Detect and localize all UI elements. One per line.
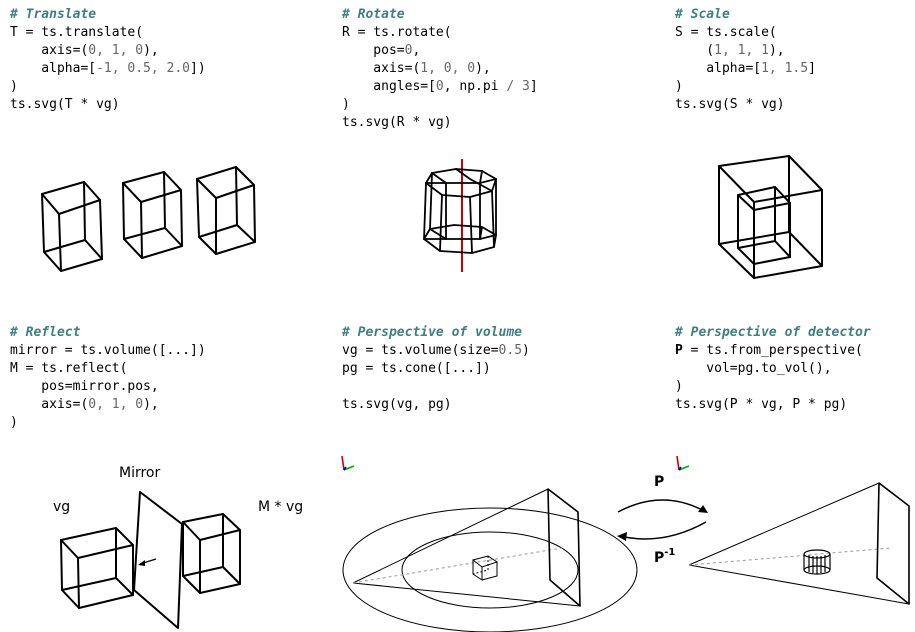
code-line: vg = ts.volume(size=0.5) (342, 343, 530, 358)
reflect-figure: Mirror vg M * vg (53, 465, 303, 629)
code-line: ts.svg(vg, pg) (342, 397, 452, 412)
code-line: axis=(0, 1, 0), (10, 397, 159, 412)
code-line: ts.svg(P * vg, P * pg) (675, 397, 848, 412)
code-line: alpha=[-1, 0.5, 2.0]) (10, 61, 206, 76)
code-line: ) (10, 415, 18, 430)
code-line: angles=[0, np.pi / 3] (342, 79, 538, 94)
perspective-detector-panel: # Perspective of detector P = ts.from_per… (665, 318, 915, 632)
code-line: M = ts.reflect( (10, 361, 128, 376)
code-line: ts.svg(S * vg) (675, 97, 785, 112)
transformed-volume (803, 549, 831, 575)
perspective-detector-comment: # Perspective of detector (675, 325, 871, 340)
reflect-code: # Reflect mirror = ts.volume([...]) M = ts… (10, 324, 206, 432)
translated-cube-2 (122, 171, 183, 259)
axes-triad-icon (676, 455, 690, 471)
code-line: ts.svg(R * vg) (342, 115, 452, 130)
translate-code: # Translate T = ts.translate( axis=(0, 1,… (10, 6, 206, 114)
reflected-cube (182, 513, 241, 594)
p-forward-arrow (617, 499, 707, 513)
code-line: R = ts.rotate( (342, 25, 452, 40)
source-ellipse-outer (342, 507, 638, 632)
code-line: mirror = ts.volume([...]) (10, 343, 206, 358)
mirror-plane (133, 491, 183, 629)
mirror-label: Mirror (119, 465, 160, 481)
scale-code: # Scale S = ts.scale( (1, 1, 1), alpha=[1… (675, 6, 816, 114)
rotate-code: # Rotate R = ts.rotate( pos=0, axis=(1, 0… (342, 6, 538, 132)
code-line: alpha=[1, 1.5] (675, 61, 816, 76)
code-line: ) (675, 379, 683, 394)
perspective-detector-figure (676, 455, 910, 605)
rotate-panel: # Rotate R = ts.rotate( pos=0, axis=(1, 0… (330, 0, 630, 300)
scale-figure (718, 155, 823, 279)
translate-comment: # Translate (10, 7, 97, 22)
p-inverse-arrow (619, 521, 707, 540)
reflect-comment: # Reflect (10, 325, 81, 340)
mvg-label: M * vg (258, 499, 303, 515)
detector-plane (876, 482, 910, 605)
scaled-cube-outer (718, 155, 823, 279)
vg-cube (60, 527, 134, 609)
perspective-detector-code: # Perspective of detector P = ts.from_per… (675, 324, 871, 414)
small-volume-cube (471, 555, 499, 581)
code-line (342, 378, 530, 396)
code-line: pos=mirror.pos, (10, 379, 159, 394)
code-line: T = ts.translate( (10, 25, 144, 40)
code-line: (1, 1, 1), (675, 43, 785, 58)
code-line: vol=pg.to_vol(), (675, 361, 832, 376)
perspective-arrows: P P-1 (617, 474, 708, 566)
code-line: ) (342, 97, 350, 112)
scale-comment: # Scale (675, 7, 730, 22)
transformed-cone (688, 482, 910, 605)
code-line: axis=(0, 1, 0), (10, 43, 159, 58)
code-line: S = ts.scale( (675, 25, 777, 40)
translate-panel: # Translate T = ts.translate( axis=(0, 1,… (0, 0, 300, 300)
translate-figure (41, 166, 256, 272)
source-ellipse-inner (401, 531, 579, 609)
code-line: pos=0, (342, 43, 421, 58)
code-line: ts.svg(T * vg) (10, 97, 120, 112)
arrowhead-icon (617, 532, 627, 541)
vg-label: vg (53, 499, 70, 515)
code-line: pg = ts.cone([...]) (342, 361, 491, 376)
rotate-figure (423, 159, 497, 272)
rotated-cubes (423, 168, 497, 254)
code-line: P = ts.from_perspective( (675, 343, 863, 358)
perspective-volume-comment: # Perspective of volume (342, 325, 523, 340)
reflect-arrow (138, 558, 157, 566)
perspective-volume-figure (341, 455, 638, 632)
original-cube-inner (737, 186, 791, 265)
translated-cube-3 (196, 166, 256, 255)
arrowhead-icon (698, 505, 708, 513)
code-line: ) (675, 79, 683, 94)
translated-cube-1 (41, 181, 103, 272)
code-line: axis=(1, 0, 0), (342, 61, 491, 76)
p-inverse-label: P-1 (654, 547, 675, 566)
code-line: ) (10, 79, 18, 94)
axes-triad-icon (341, 455, 355, 471)
perspective-volume-panel: # Perspective of volume vg = ts.volume(si… (330, 318, 638, 632)
scale-panel: # Scale S = ts.scale( (1, 1, 1), alpha=[1… (665, 0, 915, 300)
reflect-panel: # Reflect mirror = ts.volume([...]) M = ts… (0, 318, 330, 632)
rotate-comment: # Rotate (342, 7, 405, 22)
perspective-volume-code: # Perspective of volume vg = ts.volume(si… (342, 324, 530, 414)
cone (352, 488, 581, 607)
p-label: P (654, 474, 664, 490)
detector-plane (547, 488, 581, 607)
